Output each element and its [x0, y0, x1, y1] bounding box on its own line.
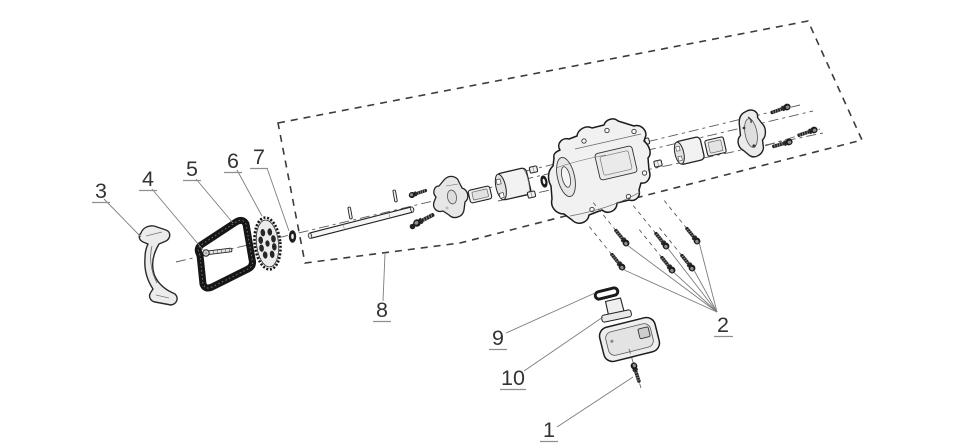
callouts: 3 4 5 6 7 8 9 10 [92, 145, 733, 443]
callout-2-label: 2 [717, 313, 729, 337]
callout-2: 2 [714, 313, 733, 338]
part-2-bolt-group [587, 198, 703, 276]
part-3-chain-guide-arm [138, 225, 178, 306]
callout-3-label: 3 [95, 179, 107, 203]
part-8-balance-weight-right [673, 136, 705, 165]
callout-5-label: 5 [186, 157, 198, 181]
part-7-washer [288, 230, 297, 243]
callout-8: 8 [373, 298, 391, 323]
part-8-cover-bolts [768, 102, 819, 151]
part-8-balance-weight-left [494, 167, 532, 201]
callout-3: 3 [92, 179, 110, 204]
callout-4-label: 4 [142, 167, 154, 191]
part-5-chain [194, 216, 256, 292]
callout-6-label: 6 [227, 149, 239, 173]
part-8-bearing-block [704, 136, 727, 157]
part-8-housing [547, 118, 651, 224]
callout-1: 1 [540, 418, 558, 443]
leader-lines [103, 167, 718, 428]
callout-9: 9 [489, 326, 507, 351]
shaft-pin [392, 189, 398, 203]
part-9-gasket [593, 286, 620, 301]
part-2-leader-fan [624, 243, 718, 313]
part-8-slider-block [467, 185, 493, 204]
part-8-oring [540, 175, 548, 188]
part-4-sprocket-bolt [202, 247, 233, 257]
callout-7-label: 7 [253, 145, 265, 169]
part-8-yoke-bracket [432, 175, 469, 219]
part-6-sprocket [253, 216, 282, 271]
callout-1-label: 1 [543, 418, 555, 442]
part-8-end-cover [737, 109, 767, 158]
shaft-pin [347, 206, 353, 220]
assembly-boundary-dashed-box [277, 20, 864, 264]
part-1-pickup-bolt [628, 348, 644, 389]
part-8-small-bolts [407, 186, 437, 230]
part-10-oil-pickup [598, 297, 661, 363]
callout-6: 6 [224, 149, 242, 174]
callout-9-label: 9 [492, 326, 504, 350]
callout-5: 5 [183, 157, 201, 182]
callout-10-label: 10 [501, 366, 525, 390]
part-8-shaft [307, 189, 415, 239]
callout-4: 4 [139, 167, 157, 192]
callout-10: 10 [500, 366, 526, 391]
callout-8-label: 8 [376, 298, 388, 322]
callout-7: 7 [250, 145, 268, 170]
